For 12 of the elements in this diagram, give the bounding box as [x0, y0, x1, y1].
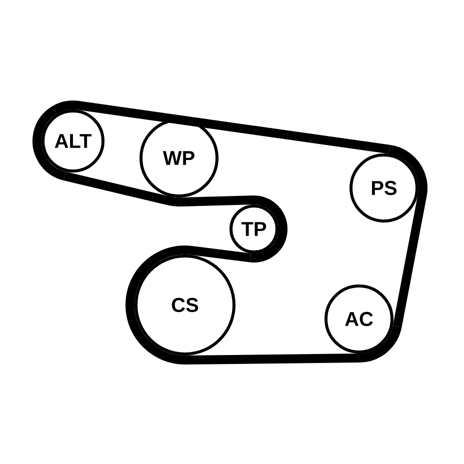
pulley: ALT [42, 110, 104, 172]
belt [180, 196, 288, 262]
belt [186, 325, 402, 364]
belt [388, 144, 428, 328]
belt [32, 100, 390, 180]
pulley: CS [134, 254, 236, 356]
belt [126, 246, 252, 364]
pulley: TP [230, 204, 278, 254]
belt [64, 172, 181, 206]
pulley: WP [140, 118, 218, 198]
pulley: AC [324, 284, 394, 354]
pulley: PS [350, 154, 418, 222]
